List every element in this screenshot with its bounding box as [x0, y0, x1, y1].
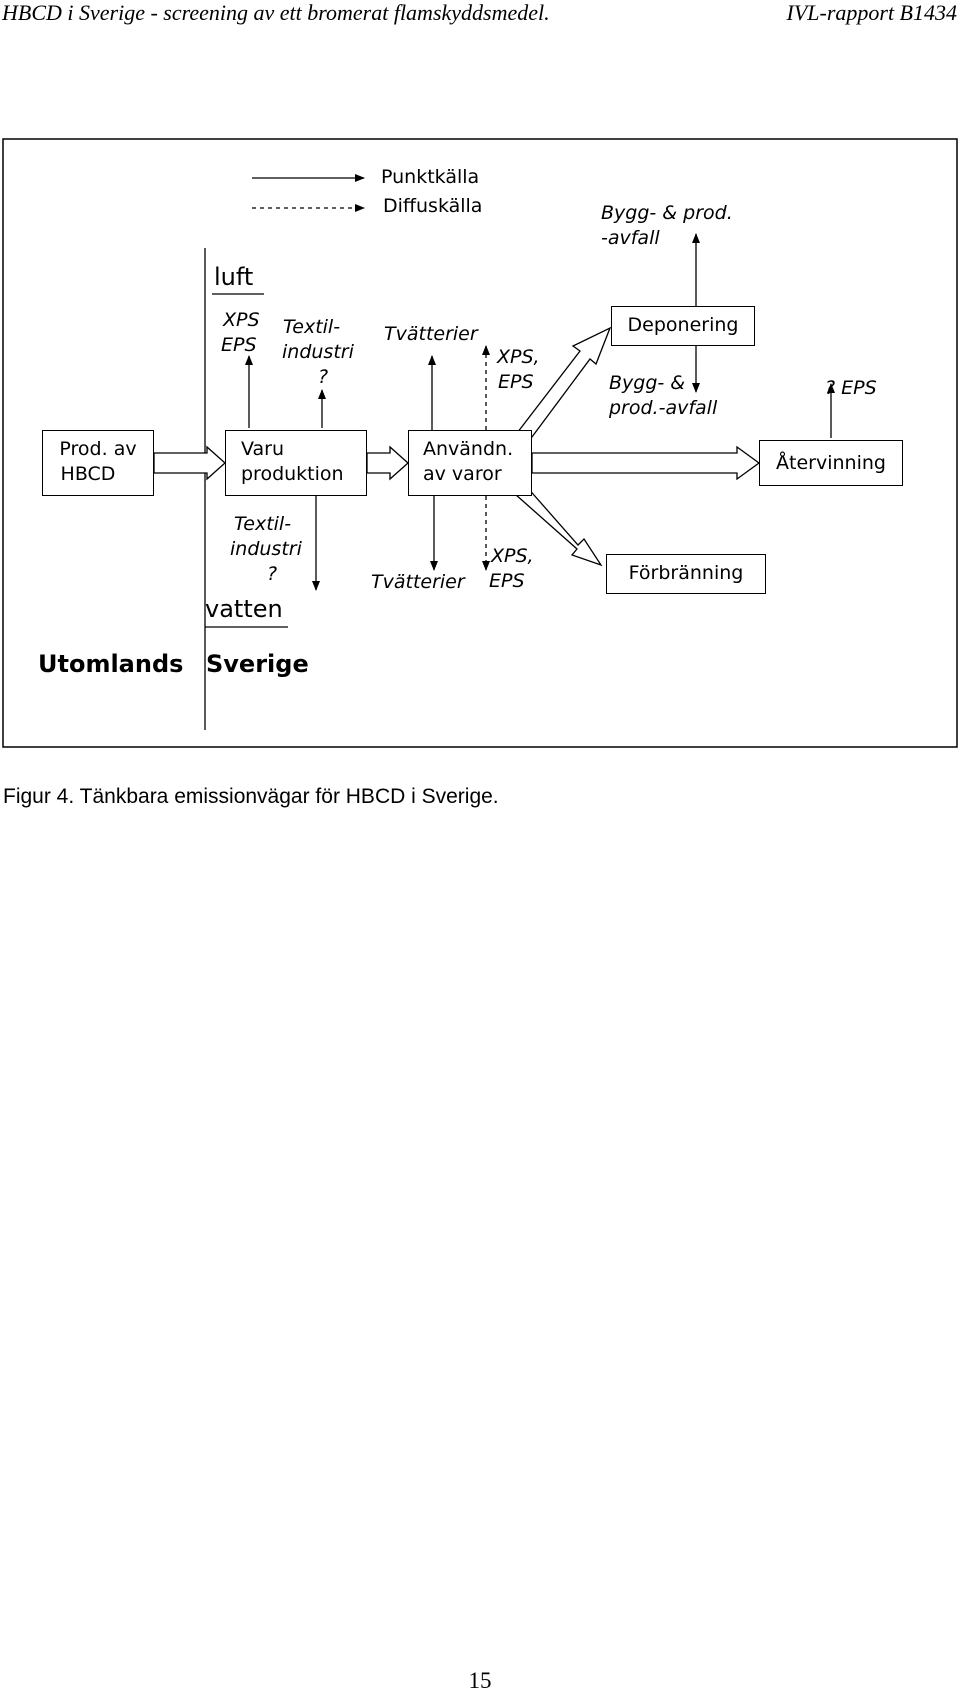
- legend-diffuse-source: Diffuskälla: [383, 195, 483, 217]
- flow-arrow-varu-to-use: [366, 445, 409, 481]
- box-use-of-goods: Användn. av varor: [408, 430, 532, 496]
- water-textile-line2: industri: [230, 538, 302, 560]
- air-textile-line3: ?: [318, 366, 329, 388]
- box-prod-hbcd-line1: Prod. av: [59, 438, 137, 460]
- box-prod-hbcd: Prod. av HBCD: [42, 430, 154, 496]
- diagram-lines: [2, 138, 958, 748]
- box-incineration: Förbränning: [606, 554, 766, 594]
- figure-caption: Figur 4. Tänkbara emissionvägar för HBCD…: [3, 785, 499, 808]
- box-landfill: Deponering: [611, 306, 755, 346]
- flow-arrow-use-to-recycling: [531, 445, 761, 481]
- sweden-label: Sverige: [206, 650, 309, 678]
- air-textile-line2: industri: [282, 341, 354, 363]
- water-label: vatten: [205, 595, 283, 623]
- emission-pathways-figure: Punktkälla Diffuskälla luft vatten Utoml…: [2, 138, 958, 748]
- box-product-manufacture: Varu produktion: [225, 430, 367, 496]
- flow-arrow-use-to-landfill: [513, 326, 612, 446]
- flow-arrow-use-to-incineration: [513, 485, 603, 567]
- box-product-manufacture-line2: produktion: [241, 463, 344, 485]
- box-recycling-label: Återvinning: [776, 452, 886, 474]
- water-laundries-label: Tvätterier: [371, 571, 465, 593]
- box-use-line2: av varor: [423, 463, 502, 485]
- running-header-title: HBCD i Sverige - screening av ett bromer…: [2, 0, 550, 25]
- air-laundries-label: Tvätterier: [384, 323, 478, 345]
- figure-frame: [2, 138, 958, 748]
- running-header-report-id: IVL-rapport B1434: [786, 0, 958, 25]
- air-xps-eps-line2: EPS: [221, 334, 257, 356]
- box-product-manufacture-line1: Varu: [241, 438, 285, 460]
- flow-arrow-prod-to-varu: [153, 445, 226, 481]
- air-use-xps-eps-line1: XPS,: [497, 346, 540, 368]
- box-use-line1: Användn.: [423, 438, 514, 460]
- water-textile-line3: ?: [267, 563, 278, 585]
- box-landfill-label: Deponering: [627, 314, 739, 336]
- box-prod-hbcd-line2: HBCD: [60, 463, 116, 485]
- air-label: luft: [214, 263, 254, 291]
- waste-landfill-line1: Bygg- &: [609, 372, 686, 394]
- waste-landfill-line2: prod.-avfall: [609, 397, 718, 419]
- legend-point-source: Punktkälla: [381, 166, 480, 188]
- page-number: 15: [468, 1668, 492, 1693]
- box-incineration-label: Förbränning: [628, 562, 744, 584]
- water-xps-eps-line1: XPS,: [491, 545, 534, 567]
- water-textile-line1: Textil-: [234, 513, 292, 535]
- waste-top-line1: Bygg- & prod.: [601, 202, 733, 224]
- recycling-eps-label: ? EPS: [825, 377, 877, 399]
- abroad-label: Utomlands: [38, 650, 184, 678]
- water-xps-eps-line2: EPS: [489, 570, 525, 592]
- air-use-xps-eps-line2: EPS: [498, 371, 534, 393]
- box-recycling: Återvinning: [759, 440, 903, 486]
- waste-top-line2: -avfall: [601, 227, 660, 249]
- air-xps-eps-line1: XPS: [223, 309, 260, 331]
- air-textile-line1: Textil-: [283, 316, 341, 338]
